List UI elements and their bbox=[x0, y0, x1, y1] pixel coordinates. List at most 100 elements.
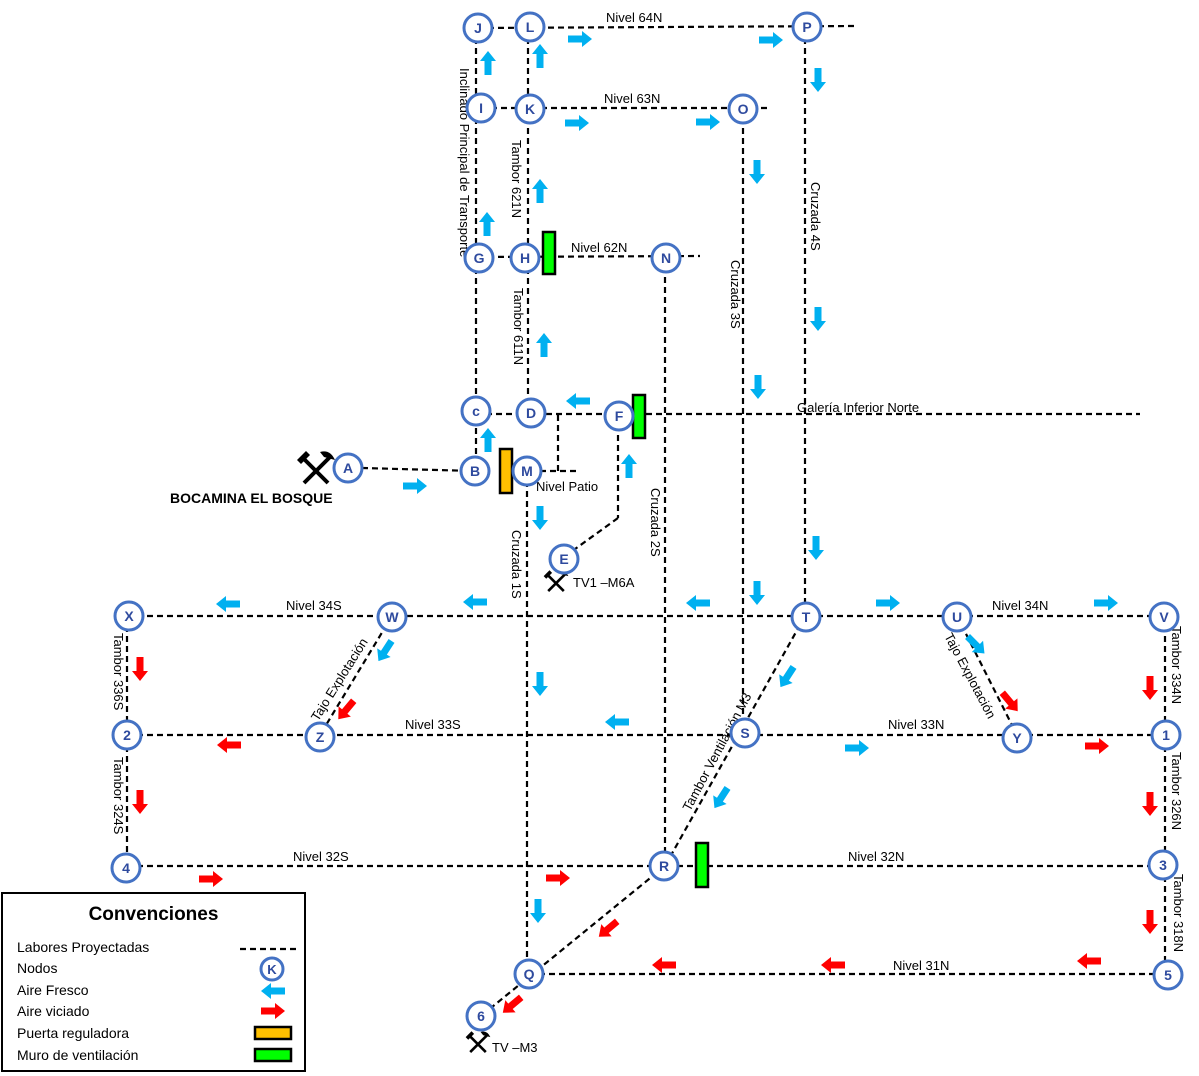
level-labels: Nivel 64N Nivel 63N Nivel 62N Galería In… bbox=[170, 10, 1048, 1055]
ventilation-wall-f bbox=[631, 393, 647, 440]
node-v: V bbox=[1148, 601, 1180, 633]
node-g: G bbox=[463, 242, 495, 274]
label-tambor-621n: Tambor 621N bbox=[509, 140, 524, 218]
svg-text:K: K bbox=[267, 962, 277, 977]
legend-label-wall: Muro de ventilación bbox=[17, 1047, 139, 1063]
svg-text:O: O bbox=[738, 101, 749, 117]
svg-text:G: G bbox=[474, 250, 485, 266]
label-cruzada-3s: Cruzada 3S bbox=[728, 260, 743, 329]
label-nivel-34s: Nivel 34S bbox=[286, 598, 342, 613]
svg-text:P: P bbox=[802, 19, 811, 35]
node-f: F bbox=[603, 400, 635, 432]
svg-text:Q: Q bbox=[524, 966, 535, 982]
legend-label-nodes: Nodos bbox=[17, 960, 58, 976]
label-nivel-33n: Nivel 33N bbox=[888, 717, 944, 732]
svg-text:N: N bbox=[661, 250, 671, 266]
svg-text:F: F bbox=[615, 408, 624, 424]
node-m: M bbox=[511, 455, 543, 487]
label-galeria: Galería Inferior Norte bbox=[797, 400, 919, 415]
label-tambor-611n: Tambor 611N bbox=[511, 288, 526, 365]
node-a: A bbox=[332, 452, 364, 484]
svg-text:3: 3 bbox=[1159, 857, 1167, 873]
node-q: Q bbox=[513, 958, 545, 990]
node-o: O bbox=[727, 93, 759, 125]
node-l: L bbox=[514, 11, 546, 43]
svg-text:5: 5 bbox=[1164, 967, 1172, 983]
node-j: J bbox=[462, 12, 494, 44]
node-y: Y bbox=[1001, 722, 1033, 754]
svg-text:M: M bbox=[521, 463, 533, 479]
node-n: N bbox=[650, 242, 682, 274]
svg-text:H: H bbox=[520, 250, 530, 266]
label-tv-m3: TV –M3 bbox=[492, 1040, 538, 1055]
node-3: 3 bbox=[1147, 849, 1179, 881]
svg-text:I: I bbox=[479, 100, 483, 116]
label-tambor-334n: Tambor 334N bbox=[1169, 626, 1184, 704]
label-nivel-32n: Nivel 32N bbox=[848, 849, 904, 864]
label-tambor-324s: Tambor 324S bbox=[111, 757, 126, 835]
node-x: X bbox=[113, 600, 145, 632]
label-cruzada-2s: Cruzada 2S bbox=[648, 488, 663, 557]
stale-air-arrow-icon bbox=[261, 1003, 285, 1019]
ventilation-wall-icon bbox=[253, 1047, 293, 1063]
svg-text:1: 1 bbox=[1162, 727, 1170, 743]
svg-text:S: S bbox=[740, 725, 749, 741]
label-nivel-31n: Nivel 31N bbox=[893, 958, 949, 973]
legend: Convenciones Labores Proyectadas Nodos K… bbox=[1, 892, 306, 1072]
dashed-line-icon bbox=[240, 947, 296, 951]
svg-text:2: 2 bbox=[123, 727, 131, 743]
label-nivel-patio: Nivel Patio bbox=[536, 479, 598, 494]
node-b: B bbox=[459, 455, 491, 487]
label-nivel-33s: Nivel 33S bbox=[405, 717, 461, 732]
svg-text:Y: Y bbox=[1012, 730, 1022, 746]
label-tv1: TV1 –M6A bbox=[573, 575, 635, 590]
legend-label-projected: Labores Proyectadas bbox=[17, 939, 150, 955]
node-5: 5 bbox=[1152, 959, 1184, 991]
node-h: H bbox=[509, 242, 541, 274]
svg-text:V: V bbox=[1159, 609, 1169, 625]
legend-label-stale: Aire viciado bbox=[17, 1003, 90, 1019]
node-u: U bbox=[941, 601, 973, 633]
tunnel-lines bbox=[125, 24, 1168, 1017]
label-tambor-326n: Tambor 326N bbox=[1169, 752, 1184, 830]
svg-text:6: 6 bbox=[477, 1008, 485, 1024]
label-inclinado: Inclinado Principal de Transporte bbox=[457, 68, 472, 257]
svg-text:U: U bbox=[952, 609, 962, 625]
legend-title: Convenciones bbox=[88, 904, 219, 925]
node-p: P bbox=[791, 11, 823, 43]
svg-text:4: 4 bbox=[122, 860, 130, 876]
legend-label-door: Puerta reguladora bbox=[17, 1025, 130, 1041]
label-tambor-336s: Tambor 336S bbox=[111, 633, 126, 711]
node-w: W bbox=[376, 601, 408, 633]
node-d: D bbox=[515, 397, 547, 429]
node-i: I bbox=[465, 92, 497, 124]
label-nivel-32s: Nivel 32S bbox=[293, 849, 349, 864]
label-nivel-64n: Nivel 64N bbox=[606, 10, 662, 25]
node-6: 6 bbox=[465, 1000, 497, 1032]
svg-text:D: D bbox=[526, 405, 536, 421]
regulating-door bbox=[498, 447, 514, 495]
svg-text:K: K bbox=[525, 101, 535, 117]
label-nivel-34n: Nivel 34N bbox=[992, 598, 1048, 613]
svg-text:R: R bbox=[659, 858, 669, 874]
node-2: 2 bbox=[111, 719, 143, 751]
pickaxe-hammer-icon bbox=[465, 1031, 491, 1054]
svg-text:c: c bbox=[472, 403, 480, 419]
node-1: 1 bbox=[1150, 719, 1182, 751]
label-nivel-63n: Nivel 63N bbox=[604, 91, 660, 106]
svg-text:A: A bbox=[343, 460, 353, 476]
node-k: K bbox=[514, 93, 546, 125]
node-c: c bbox=[460, 395, 492, 427]
label-nivel-62n: Nivel 62N bbox=[571, 240, 627, 255]
legend-label-fresh: Aire Fresco bbox=[17, 982, 89, 998]
svg-text:T: T bbox=[802, 609, 811, 625]
svg-text:J: J bbox=[474, 20, 482, 36]
label-tambor-vent-m3: Tambor Ventilación M3 bbox=[679, 690, 754, 813]
node-s: S bbox=[729, 717, 761, 749]
ventilation-wall-r bbox=[694, 841, 710, 889]
ventilation-wall-h bbox=[541, 230, 557, 276]
label-tambor-318n: Tambor 318N bbox=[1171, 874, 1186, 952]
label-cruzada-4s: Cruzada 4S bbox=[808, 182, 823, 251]
rotated-labels: Inclinado Principal de Transporte Tambor… bbox=[111, 68, 1186, 952]
